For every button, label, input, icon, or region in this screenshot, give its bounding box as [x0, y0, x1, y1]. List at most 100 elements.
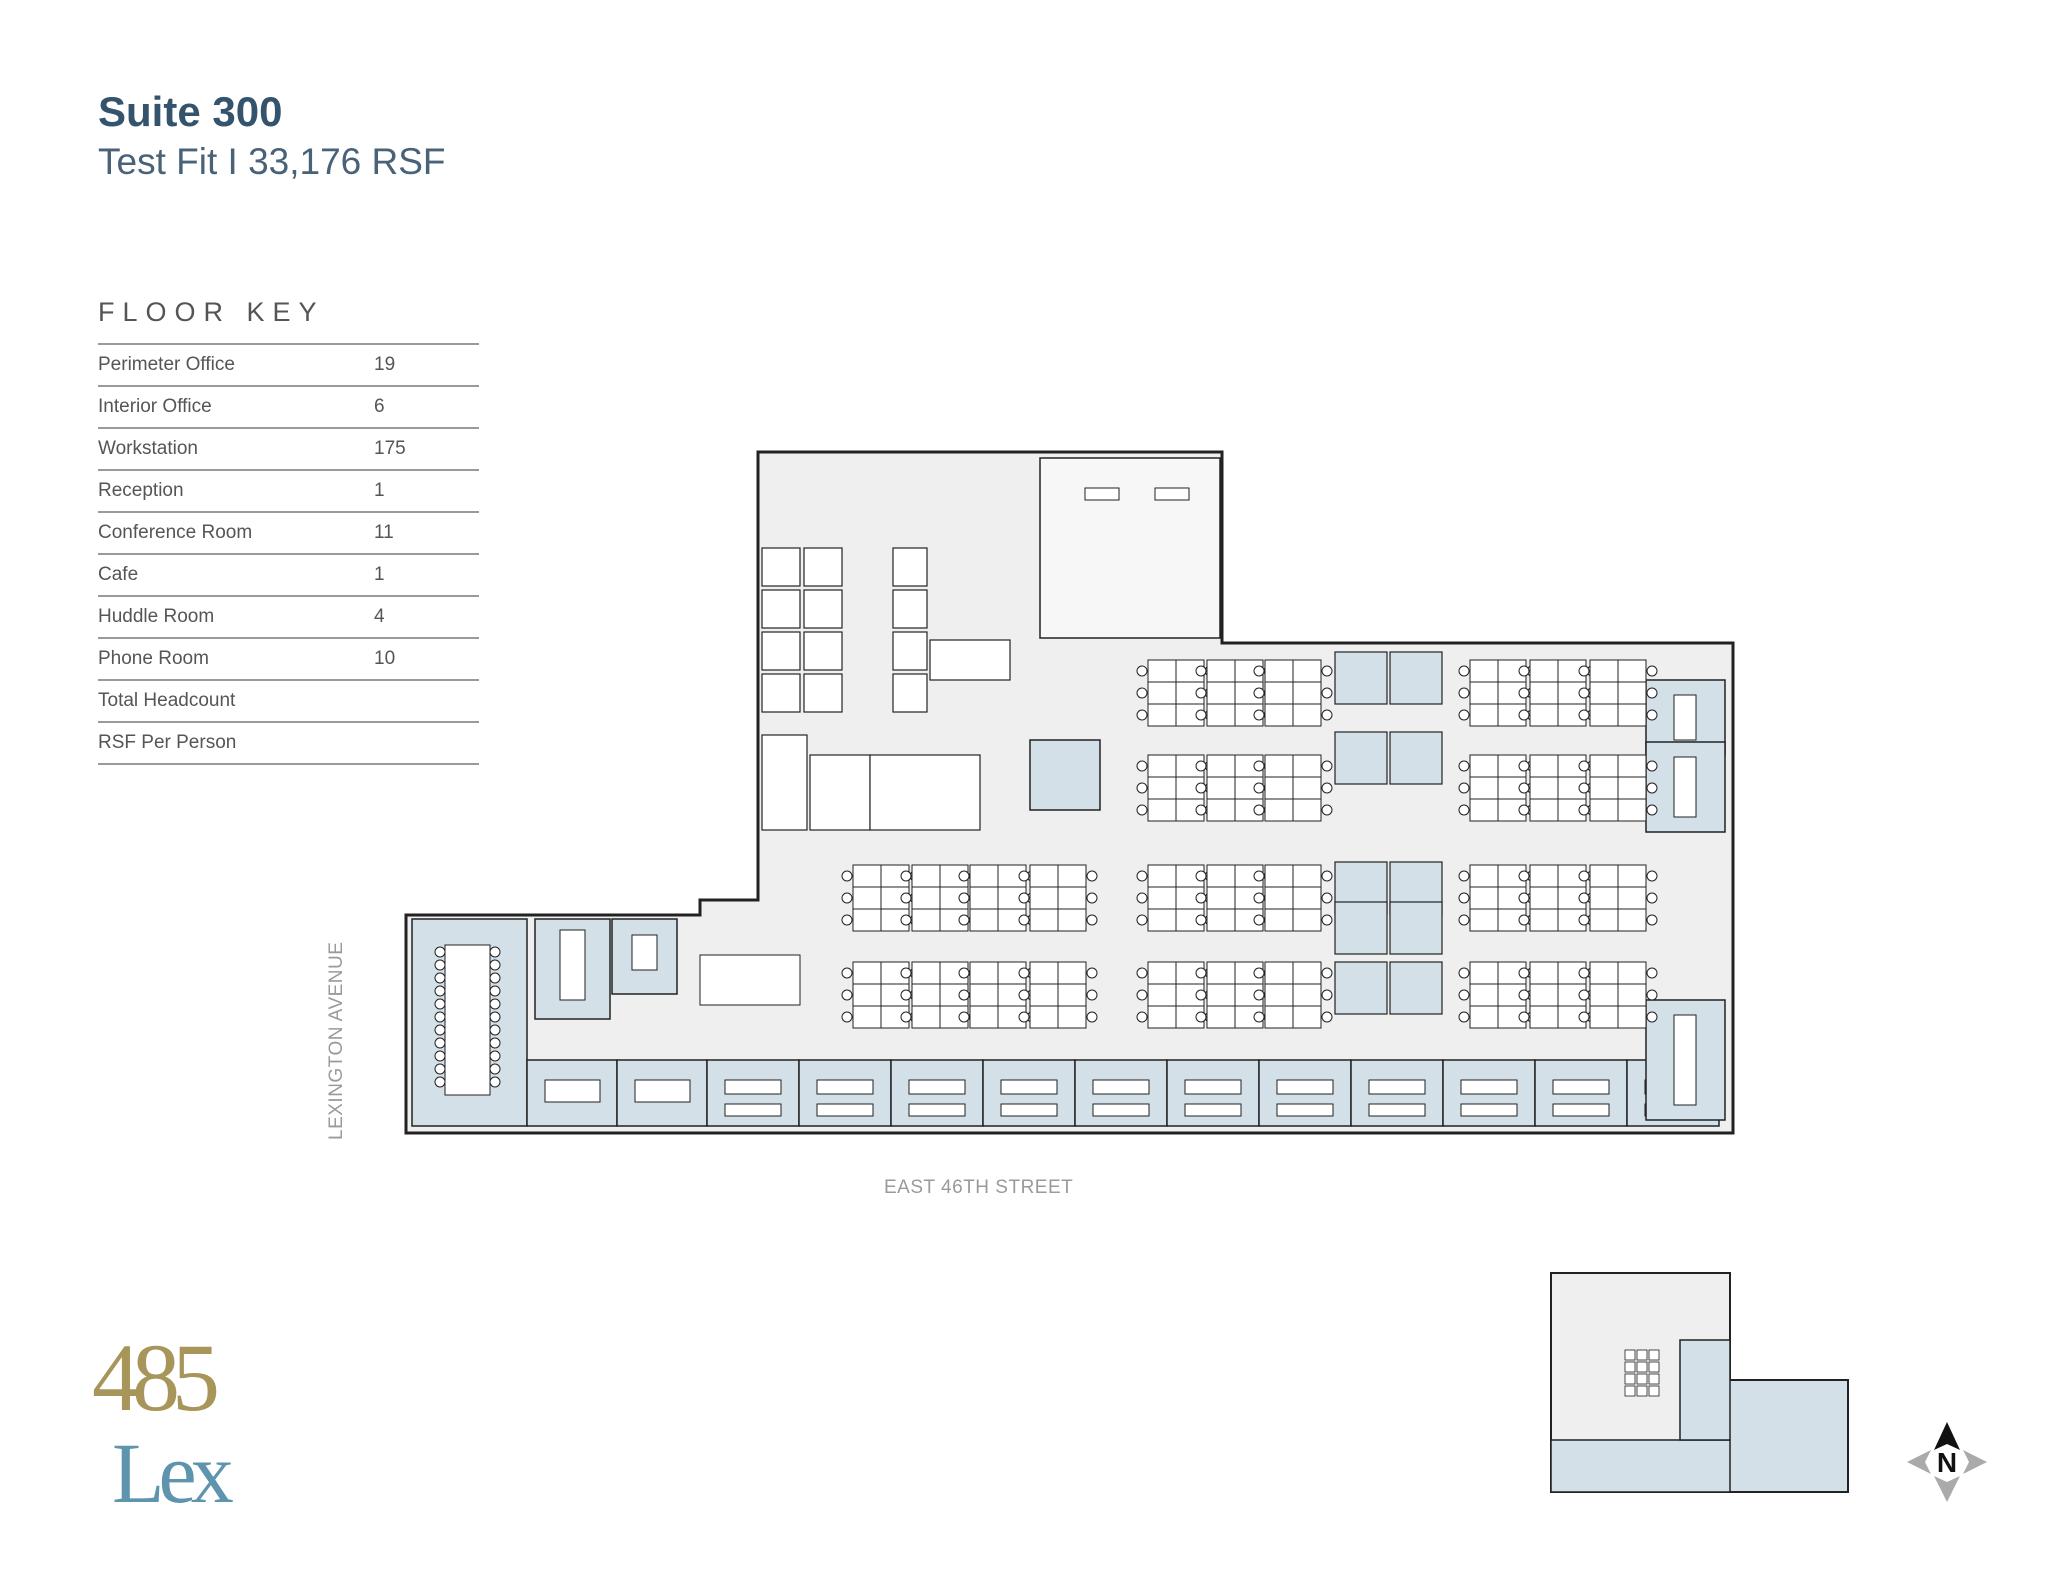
workstation: [1147, 703, 1177, 727]
key-plan-elevator: [1648, 1349, 1660, 1361]
key-plan-elevator: [1624, 1385, 1636, 1397]
workstation: [1292, 864, 1322, 888]
chair: [1646, 760, 1658, 772]
core-room: [761, 734, 808, 831]
chair: [958, 892, 970, 904]
workstation: [1147, 798, 1177, 822]
table: [1673, 694, 1697, 741]
desk: [1368, 1079, 1426, 1095]
workstation: [1617, 776, 1647, 800]
chair: [1646, 782, 1658, 794]
chair: [434, 1037, 446, 1049]
chair: [489, 946, 501, 958]
workstation: [1292, 659, 1322, 683]
workstation: [1206, 886, 1236, 910]
workstation: [1206, 961, 1236, 985]
interior-room: [1334, 731, 1388, 785]
workstation: [1206, 1005, 1236, 1029]
chair: [1578, 914, 1590, 926]
workstation: [1206, 864, 1236, 888]
chair: [489, 1063, 501, 1075]
workstation: [1469, 961, 1499, 985]
interior-room: [1389, 961, 1443, 1015]
workstation: [1147, 983, 1177, 1007]
key-plan-elevator: [1636, 1349, 1648, 1361]
workstation: [911, 1005, 941, 1029]
workstation: [1206, 754, 1236, 778]
interior-room: [1389, 651, 1443, 705]
floor-key-label: RSF Per Person: [98, 722, 374, 765]
chair: [489, 959, 501, 971]
chair: [1253, 892, 1265, 904]
chair: [1136, 709, 1148, 721]
485-lex-logo: 485 Lex: [92, 1330, 252, 1525]
chair: [1646, 709, 1658, 721]
table: [631, 934, 658, 971]
desk: [1552, 1079, 1610, 1095]
workstation: [1469, 983, 1499, 1007]
workstation: [852, 886, 882, 910]
chair: [958, 967, 970, 979]
chair: [1018, 892, 1030, 904]
chair: [1646, 1011, 1658, 1023]
workstation: [1292, 908, 1322, 932]
floor-key-value: [374, 680, 479, 723]
workstation: [1617, 754, 1647, 778]
chair: [1458, 709, 1470, 721]
workstation: [1292, 798, 1322, 822]
workstation: [852, 864, 882, 888]
workstation: [1529, 703, 1559, 727]
workstation: [1206, 776, 1236, 800]
chair: [1518, 782, 1530, 794]
table: [1673, 1014, 1697, 1106]
workstation: [1617, 886, 1647, 910]
workstation: [1529, 776, 1559, 800]
chair: [1578, 665, 1590, 677]
chair: [1578, 1011, 1590, 1023]
cafe-table: [1154, 487, 1190, 501]
workstation: [1264, 908, 1294, 932]
floor-key-label: Reception: [98, 470, 374, 513]
desk: [908, 1079, 966, 1095]
chair: [1458, 914, 1470, 926]
chair: [958, 1011, 970, 1023]
key-plan-elevator: [1648, 1361, 1660, 1373]
chair: [1253, 782, 1265, 794]
workstation: [1589, 659, 1619, 683]
desk: [724, 1079, 782, 1095]
elevator: [929, 639, 1011, 681]
chair: [1321, 665, 1333, 677]
elevator: [761, 589, 801, 629]
workstation: [1589, 1005, 1619, 1029]
cafe-table: [1084, 487, 1120, 501]
chair: [1195, 782, 1207, 794]
chair: [841, 870, 853, 882]
workstation: [1469, 864, 1499, 888]
conference-room: [1029, 739, 1101, 811]
elevator: [803, 673, 843, 713]
workstation: [911, 961, 941, 985]
workstation: [1206, 659, 1236, 683]
chair: [1646, 804, 1658, 816]
chair: [1646, 870, 1658, 882]
chair: [1458, 870, 1470, 882]
workstation: [911, 908, 941, 932]
workstation: [1617, 681, 1647, 705]
key-plan-elevator: [1624, 1373, 1636, 1385]
chair: [1321, 914, 1333, 926]
floor-key-label: Conference Room: [98, 512, 374, 555]
workstation: [1206, 681, 1236, 705]
workstation: [1264, 886, 1294, 910]
chair: [1518, 665, 1530, 677]
floor-key-value: 1: [374, 470, 479, 513]
floor-key-label: Interior Office: [98, 386, 374, 429]
chair: [1136, 1011, 1148, 1023]
chair: [1458, 892, 1470, 904]
table: [1673, 756, 1697, 818]
workstation: [1292, 703, 1322, 727]
chair: [489, 1024, 501, 1036]
